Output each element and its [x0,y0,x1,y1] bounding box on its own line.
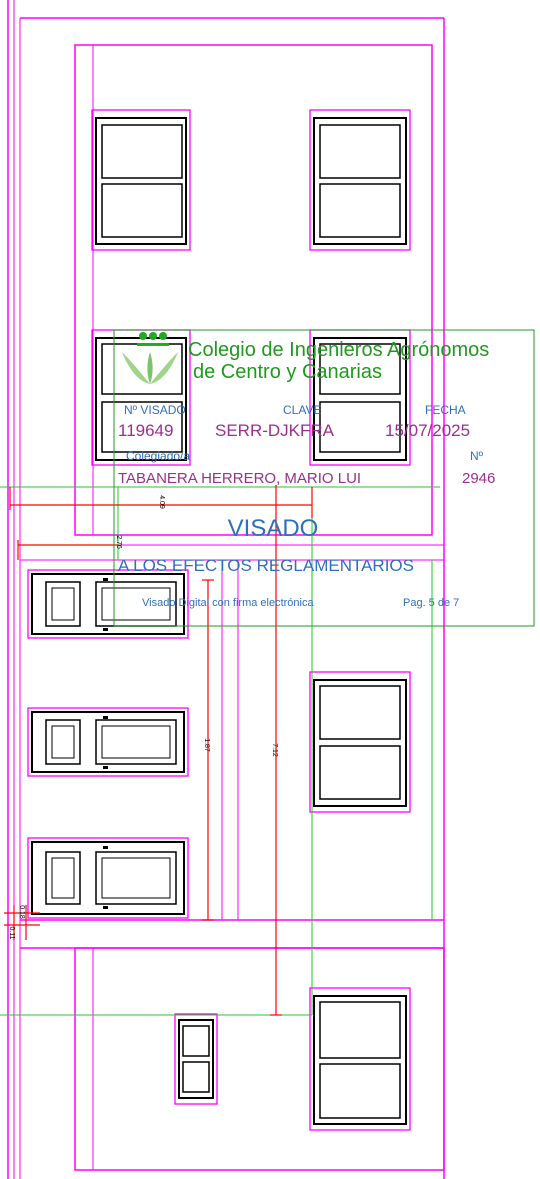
stamp-colegiado: TABANERA HERRERO, MARIO LUI [118,470,361,487]
stamp-visado-no-label: Nº VISADO [124,403,186,417]
stamp-efectos: A LOS EFECTOS REGLAMENTARIOS [118,556,414,575]
stamp-fecha: 15/07/2025 [385,421,470,440]
dimension-label: 2.76 [115,535,122,549]
stamp-clave: SERR-DJKFRA [215,421,335,440]
stamp-border [113,329,535,627]
ground-window-right [309,671,411,813]
building-outline [7,0,445,1179]
dimension-label: 7.12 [271,743,278,757]
stamp-numero: 2946 [462,470,495,487]
dimension-label: 0.11 [8,926,15,939]
college-logo-icon [122,332,178,384]
stamp-clave-label: CLAVE [283,403,321,417]
dimension-label: 4.09 [158,495,165,509]
middle-window-left [91,329,191,466]
stamp-org-line2: de Centro y Canarias [193,361,382,383]
middle-window-right [309,329,411,466]
stamp-numero-label: Nº [470,449,484,463]
stamp-firma: Visado Digital con firma electrónica [142,597,314,609]
stamp-org-line1: Colegio de Ingenieros Agrónomos [188,339,489,361]
stamp-pagina: Pag. 5 de 7 [403,597,459,609]
dimension-labels: 4.09 2.76 1.87 7.12 0.18 0.11 [8,495,278,939]
dimension-lines [4,485,313,1016]
door-panel-middle [27,707,189,777]
door-panel-bottom [27,837,189,919]
basement-window-right [309,987,411,1131]
stamp-fecha-label: FECHA [425,403,466,417]
stamp-visado-no: 119649 [118,421,173,440]
upper-window-left [91,109,191,251]
guide-lines [0,486,440,1016]
approval-stamp: Colegio de Ingenieros Agrónomos de Centr… [113,329,535,627]
stamp-colegiado-label: Colegiado/a [126,449,190,463]
stamp-visado-title: VISADO [228,515,319,542]
dimension-label: 0.18 [18,905,25,919]
upper-window-right [309,109,411,251]
basement-window-small [174,1013,218,1105]
dimension-label: 1.87 [203,738,210,752]
